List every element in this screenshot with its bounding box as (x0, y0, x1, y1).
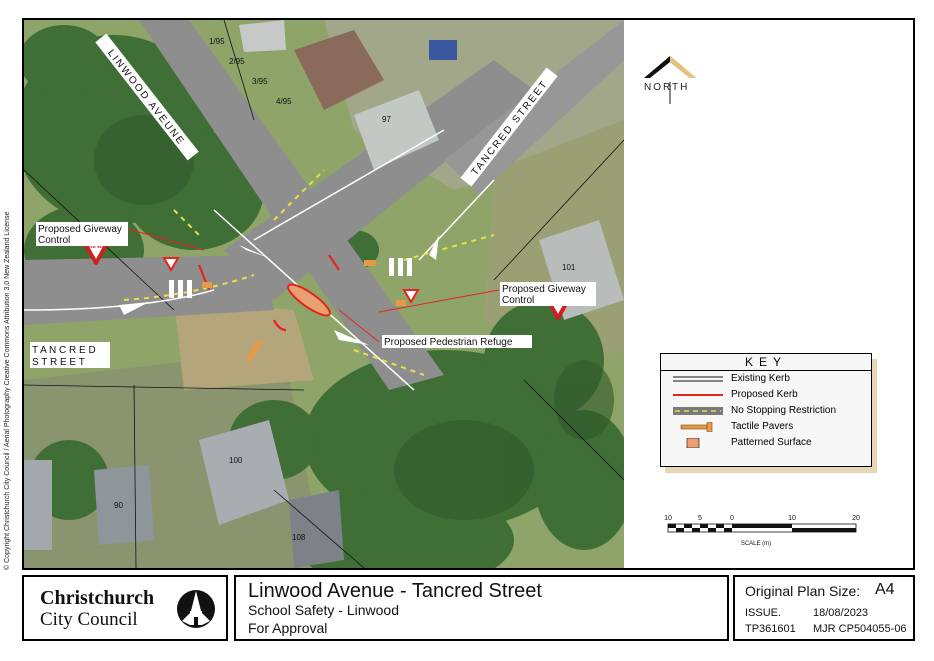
tree-shadow (94, 115, 614, 520)
legend-key: KEY Existing Kerb Proposed Kerb No Stopp… (660, 353, 872, 467)
property-number: 4/95 (276, 97, 292, 106)
no-stopping-lines (123, 169, 495, 376)
existing-kerb-symbol (673, 376, 723, 382)
callout-box (382, 335, 532, 348)
legend-row-no-stopping: No Stopping Restriction (661, 403, 871, 419)
property-number: 108 (292, 533, 306, 542)
tactile-pavers (202, 260, 406, 363)
scale-bar: 10 5 0 10 20 SCALE (m) (664, 515, 860, 547)
plan-subtitle: School Safety - Linwood (248, 602, 399, 618)
legend-label: No Stopping Restriction (731, 405, 837, 416)
street-label-box (30, 342, 110, 368)
legend-label: Proposed Kerb (731, 389, 798, 400)
svg-text:GIVE WAY: GIVE WAY (85, 244, 107, 249)
copyright-notice: © Copyright Christchurch City Council / … (4, 211, 11, 570)
crossing-markings (169, 258, 412, 298)
plan-reference: MJR CP504055-06 (813, 623, 907, 635)
pedestrian-refuge (287, 283, 331, 317)
legend-row-proposed-kerb: Proposed Kerb (661, 387, 871, 403)
plan-info-block: Original Plan Size: A4 ISSUE. 18/08/2023… (733, 575, 915, 641)
scale-tick-label: 10 (664, 515, 672, 522)
street-label-tancred-west-2: S T R E E T (32, 357, 85, 368)
callout-giveway-left-line1: Proposed Giveway (38, 224, 122, 235)
street-label-box (95, 33, 199, 161)
plan-title: Linwood Avenue - Tancred Street (248, 580, 542, 602)
property-boundaries (24, 20, 624, 568)
callout-giveway-right-line2: Control (502, 295, 534, 306)
callout-box (500, 282, 596, 306)
property-number: 1/95 (209, 37, 225, 46)
scale-tick-label: 0 (730, 515, 734, 522)
street-label-box (460, 67, 558, 187)
tactile-pavers-symbol (680, 422, 713, 432)
council-logo-line2: City Council (40, 609, 138, 630)
issue-label: ISSUE. (745, 607, 782, 619)
road-arrows (119, 235, 439, 345)
callout-giveway-right-line1: Proposed Giveway (502, 284, 586, 295)
road-giveway-triangle (162, 257, 420, 304)
property-number: 2/95 (229, 57, 245, 66)
legend-label: Existing Kerb (731, 373, 790, 384)
callout-box (36, 222, 128, 246)
tancred-street-west (24, 255, 274, 325)
legend-row-patterned-surface: Patterned Surface (661, 435, 871, 451)
grass-verge (174, 300, 314, 390)
no-stopping-symbol (673, 407, 723, 415)
plan-status: For Approval (248, 620, 328, 636)
issue-date: 18/08/2023 (813, 607, 869, 619)
proposed-kerb-symbol (673, 394, 723, 396)
legend-label: Tactile Pavers (731, 421, 794, 432)
property-number: 90 (114, 501, 123, 510)
legend-label: Patterned Surface (731, 437, 812, 448)
property-number: 101 (562, 263, 576, 272)
scale-tick-label: 5 (698, 515, 702, 522)
aerial-map: GIVE WAY GIVE WAY Proposed Giveway Contr… (24, 20, 624, 568)
council-logo-line1: Christchurch (40, 587, 155, 609)
property-number: 100 (229, 456, 243, 465)
legend-row-tactile-pavers: Tactile Pavers (661, 419, 871, 435)
north-label: NORTH (644, 82, 690, 93)
tree-canopy (24, 25, 624, 568)
callout-giveway-left-line2: Control (38, 235, 70, 246)
street-label-tancred-west-1: T A N C R E D (32, 345, 96, 356)
council-logo-box: Christchurch City Council (22, 575, 228, 641)
callout-leaders (123, 227, 500, 343)
plan-size-value: A4 (875, 581, 895, 598)
property-number: 97 (382, 115, 391, 124)
scale-label: SCALE (m) (741, 541, 771, 547)
scale-tick-label: 10 (788, 515, 796, 522)
callout-refuge: Proposed Pedestrian Refuge (384, 337, 513, 348)
building-roofs (24, 20, 624, 568)
plan-number: TP361601 (745, 623, 796, 635)
legend-title: KEY (661, 354, 871, 371)
patterned-surface-symbol (686, 438, 700, 448)
title-block: Linwood Avenue - Tancred Street School S… (234, 575, 729, 641)
scale-tick-label: 20 (852, 515, 860, 522)
cathedral-logo-icon (177, 590, 215, 628)
property-number: 3/95 (252, 77, 268, 86)
plan-size-label: Original Plan Size: (745, 583, 861, 599)
tancred-street-north (224, 60, 534, 300)
legend-row-existing-kerb: Existing Kerb (661, 371, 871, 387)
north-arrow-icon (644, 56, 696, 104)
